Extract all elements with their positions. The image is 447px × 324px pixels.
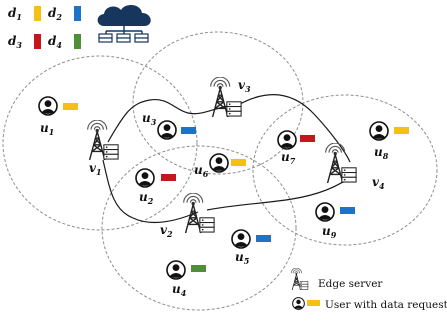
user-label-u6: u6 xyxy=(194,163,209,179)
user-u1: u1 xyxy=(38,96,78,137)
user-label-u1: u1 xyxy=(40,121,54,137)
data-type-swatch-d4 xyxy=(74,34,81,49)
user-icon xyxy=(315,202,335,222)
edge-server-icon xyxy=(209,77,242,118)
link-v1-v3 xyxy=(107,98,229,143)
coverage-area-v2 xyxy=(101,145,297,311)
user-label-u3: u3 xyxy=(142,111,157,127)
data-type-legend: d1 d2 d3 d4 xyxy=(8,6,81,50)
edge-server-v2: v2 xyxy=(160,193,215,239)
user-u5: u5 xyxy=(231,229,271,266)
user-u9: u9 xyxy=(315,202,355,240)
server-label-v1: v1 xyxy=(89,161,102,177)
edge-server-v4: v4 xyxy=(324,143,385,191)
data-type-label-d1: d1 xyxy=(8,6,22,22)
data-type-label-d3: d3 xyxy=(8,34,22,50)
data-type-label-d4: d4 xyxy=(48,34,62,50)
user-u7: u7 xyxy=(277,130,315,166)
legend-request-badge xyxy=(307,300,320,306)
user-label-u2: u2 xyxy=(139,190,154,206)
user-icon xyxy=(369,121,389,141)
user-icon xyxy=(231,229,251,249)
data-type-label-d2: d2 xyxy=(48,6,62,22)
request-badge-u9 xyxy=(340,207,355,214)
user-label-u7: u7 xyxy=(281,150,296,166)
coverage-area-v1 xyxy=(2,55,198,231)
data-type-swatch-d3 xyxy=(34,34,41,49)
request-badge-u3 xyxy=(181,127,196,134)
user-label-u8: u8 xyxy=(374,145,389,161)
edge-server-icon xyxy=(324,143,357,184)
user-label-u5: u5 xyxy=(235,250,250,266)
user-icon xyxy=(166,260,186,280)
user-icon xyxy=(209,153,229,173)
legend-user-request-label: User with data request xyxy=(325,299,447,311)
request-badge-u2 xyxy=(161,174,176,181)
request-badge-u8 xyxy=(394,127,409,134)
user-icon xyxy=(38,96,58,116)
server-label-v4: v4 xyxy=(372,175,385,191)
link-v1-v2 xyxy=(102,159,199,224)
link-v2-v4 xyxy=(206,174,354,211)
user-label-u9: u9 xyxy=(322,224,337,240)
request-badge-u1 xyxy=(63,103,78,110)
request-badge-u5 xyxy=(256,235,271,242)
user-u8: u8 xyxy=(369,121,409,161)
user-icon xyxy=(277,130,297,150)
user-u2: u2 xyxy=(135,168,176,206)
data-type-swatch-d1 xyxy=(34,6,41,21)
edge-server-icon xyxy=(290,268,309,291)
edge-server-v3: v3 xyxy=(209,77,251,118)
request-badge-u4 xyxy=(191,265,206,272)
request-badge-u7 xyxy=(300,135,315,142)
user-u4: u4 xyxy=(166,260,206,298)
user-icon xyxy=(292,297,305,310)
coverage-area-v4 xyxy=(252,94,438,246)
data-type-swatch-d2 xyxy=(74,6,81,21)
user-icon xyxy=(135,168,155,188)
cloud-server-icon xyxy=(97,4,151,43)
link-v3-v4 xyxy=(239,94,351,163)
symbol-legend: Edge server User with data request xyxy=(290,268,447,311)
user-u3: u3 xyxy=(142,111,196,140)
user-label-u4: u4 xyxy=(172,282,187,298)
edge-server-v1: v1 xyxy=(86,120,119,177)
user-icon xyxy=(157,120,177,140)
request-badge-u6 xyxy=(231,159,246,166)
edge-server-icon xyxy=(86,120,119,161)
edge-server-icon xyxy=(182,193,215,234)
user-u6: u6 xyxy=(194,153,246,179)
server-label-v3: v3 xyxy=(238,78,251,94)
server-label-v2: v2 xyxy=(160,223,173,239)
legend-edge-server-label: Edge server xyxy=(318,278,383,290)
